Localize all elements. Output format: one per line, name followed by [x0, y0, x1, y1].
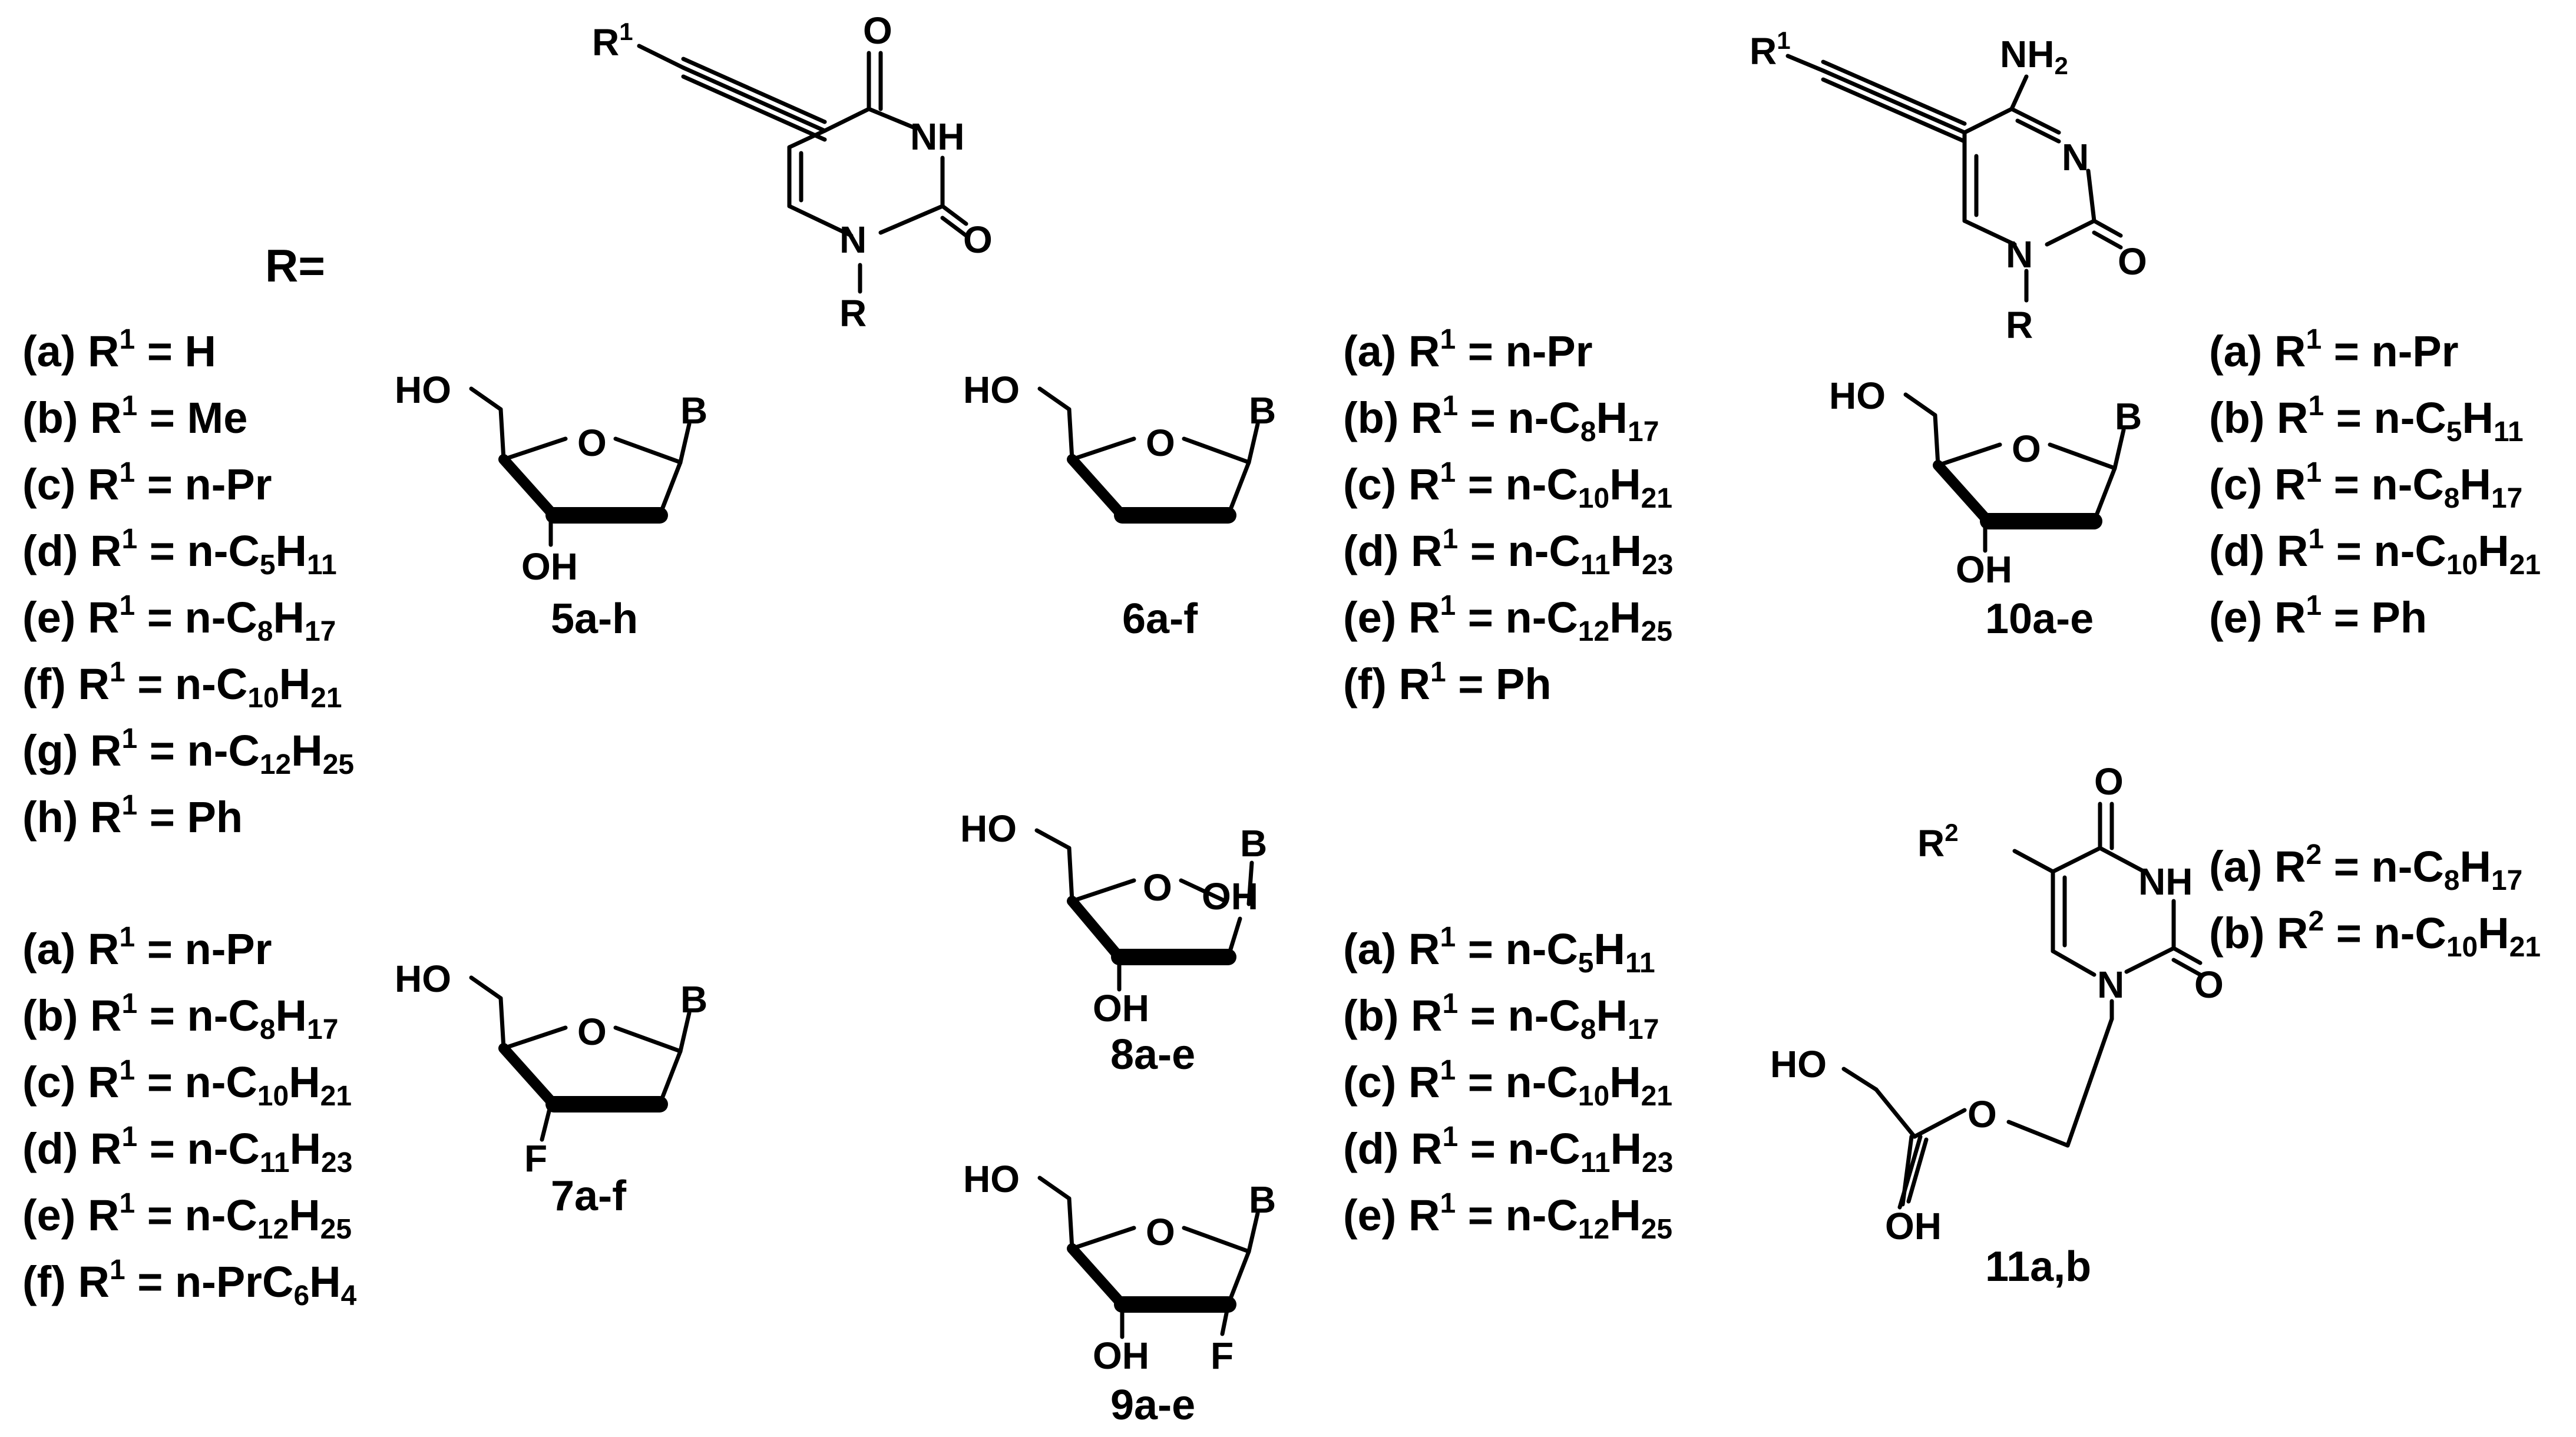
uracil-core-bonds	[637, 44, 968, 294]
sugar10-b-label: B	[2115, 395, 2142, 438]
substituent-entry: (b) R1 = n-C8H17	[1343, 988, 1659, 1045]
substituent-entry: (d) R1 = n-C11H23	[22, 1121, 353, 1178]
cytosine-n1-label: N	[2006, 233, 2033, 276]
sugar6-o-label: O	[1146, 422, 1175, 464]
r-equals-label: R=	[265, 240, 325, 292]
sugar6-ho-label: HO	[963, 369, 1020, 411]
sugar10-o-label: O	[2012, 428, 2041, 470]
substituent-entry: (c) R1 = n-C10H21	[1343, 457, 1673, 514]
uracil11-n1-label: N	[2097, 963, 2125, 1006]
sugar8-ho-label: HO	[960, 807, 1017, 850]
substituent-entry: (a) R1 = n-Pr	[1343, 324, 1593, 376]
uracil11-nh-label: NH	[2138, 860, 2193, 903]
uracil-oxo-right-label: O	[963, 218, 993, 261]
substituent-entry: (e) R1 = n-C8H17	[22, 590, 336, 647]
sugar5-b-label: B	[680, 389, 708, 432]
substituent-entry: (h) R1 = Ph	[22, 790, 243, 842]
cytosine-n3-label: N	[2062, 136, 2089, 178]
sugar9-b-label: B	[1249, 1178, 1277, 1221]
substituent-entry: (a) R1 = n-Pr	[2209, 324, 2459, 376]
sugar7-o-label: O	[577, 1011, 607, 1053]
uracil-nh-label: NH	[910, 115, 965, 158]
substituent-entry: (f) R1 = n-C10H21	[22, 657, 342, 714]
uracil-11-core-bonds	[1841, 802, 2203, 1210]
uracil-oxo-top-label: O	[863, 9, 892, 52]
compound-11-label: 11a,b	[1985, 1243, 2092, 1290]
sugar8-o-label: O	[1143, 866, 1172, 909]
substituent-entry: (c) R1 = n-Pr	[22, 457, 272, 509]
uracil-n1-label: N	[839, 218, 867, 261]
sugar9-ho-label: HO	[963, 1158, 1020, 1200]
sugar5-oh-label: OH	[521, 545, 578, 588]
compound-5-label: 5a-h	[551, 595, 639, 643]
substituent-entry: (b) R1 = n-C8H17	[22, 988, 339, 1045]
uracil11-r2-label: R2	[1917, 819, 1959, 865]
sugar8-oh-label: OH	[1093, 987, 1149, 1029]
sugar-7-bonds	[469, 975, 692, 1142]
substituent-entry: (b) R1 = n-C5H11	[2209, 390, 2524, 448]
sugar6-b-label: B	[1249, 389, 1277, 432]
sugar9-oh-label: OH	[1093, 1335, 1149, 1377]
compound-10-label: 10a-e	[1985, 595, 2094, 643]
substituent-entry: (a) R2 = n-C8H17	[2209, 839, 2523, 896]
sugar7-b-label: B	[680, 978, 708, 1021]
sugar5-ho-label: HO	[395, 369, 451, 411]
substituent-entry: (d) R1 = n-C11H23	[1343, 524, 1674, 581]
sugar11-ho-label: HO	[1770, 1043, 1827, 1085]
substituent-entry: (e) R1 = n-C12H25	[1343, 1188, 1673, 1245]
cytosine-oxo-label: O	[2118, 240, 2147, 283]
sugar11-oh-label: OH	[1885, 1205, 1942, 1247]
sugar-9-bonds	[1037, 1176, 1260, 1339]
uracil11-oxo-right-label: O	[2194, 963, 2224, 1006]
cytosine-core-bonds	[1785, 54, 2123, 303]
cytosine-r1-label: R1	[1750, 27, 1791, 72]
sugar10-ho-label: HO	[1829, 375, 1886, 417]
substituent-entry: (e) R1 = Ph	[2209, 590, 2428, 642]
compound-9-label: 9a-e	[1110, 1382, 1196, 1429]
substituent-entry: (g) R1 = n-C12H25	[22, 723, 355, 780]
substituent-entry: (f) R1 = n-PrC6H4	[22, 1254, 357, 1312]
uracil-r-label: R	[839, 292, 867, 335]
sugar10-oh-label: OH	[1956, 548, 2012, 591]
cytosine-r-label: R	[2006, 304, 2033, 346]
sugar9-o-label: O	[1146, 1211, 1175, 1253]
substituent-entry: (a) R1 = n-C5H11	[1343, 922, 1655, 979]
sugar-6-bonds	[1037, 386, 1260, 524]
substituent-entry: (e) R1 = n-C12H25	[1343, 590, 1673, 647]
substituent-entry: (e) R1 = n-C12H25	[22, 1188, 352, 1245]
sugar5-o-label: O	[577, 422, 607, 464]
sugar8-b-label: B	[1240, 822, 1268, 865]
uracil-r1-label: R1	[592, 18, 633, 64]
substituent-entry: (d) R1 = n-C5H11	[22, 524, 337, 581]
cytosine-nh2-label: NH2	[2000, 33, 2068, 80]
substituent-entry: (c) R1 = n-C8H17	[2209, 457, 2523, 514]
sugar-5-bonds	[469, 386, 692, 547]
sugar8-oh2-label: OH	[1202, 875, 1258, 918]
sugar9-f-label: F	[1211, 1335, 1234, 1377]
substituent-entry: (b) R1 = Me	[22, 390, 248, 442]
substituent-entry: (a) R1 = H	[22, 324, 216, 376]
substituent-entry: (d) R1 = n-C10H21	[2209, 524, 2541, 581]
sugar7-ho-label: HO	[395, 958, 451, 1000]
sugar7-f-label: F	[524, 1137, 548, 1180]
substituent-entry: (c) R1 = n-C10H21	[22, 1055, 352, 1112]
compound-7-label: 7a-f	[551, 1173, 627, 1220]
substituent-entry: (b) R2 = n-C10H21	[2209, 906, 2541, 963]
substituent-entry: (f) R1 = Ph	[1343, 657, 1552, 708]
sugar-10-bonds	[1903, 392, 2126, 553]
substituent-entry: (b) R1 = n-C8H17	[1343, 390, 1659, 448]
compound-6-label: 6a-f	[1122, 595, 1198, 643]
substituent-entry: (a) R1 = n-Pr	[22, 922, 272, 974]
uracil11-oxo-top-label: O	[2094, 760, 2124, 803]
substituent-entry: (d) R1 = n-C11H23	[1343, 1121, 1674, 1178]
sugar11-o-label: O	[1967, 1093, 1997, 1135]
substituent-entry: (c) R1 = n-C10H21	[1343, 1055, 1673, 1112]
sugar-8-bonds	[1034, 828, 1254, 992]
compound-8-label: 8a-e	[1110, 1031, 1196, 1078]
